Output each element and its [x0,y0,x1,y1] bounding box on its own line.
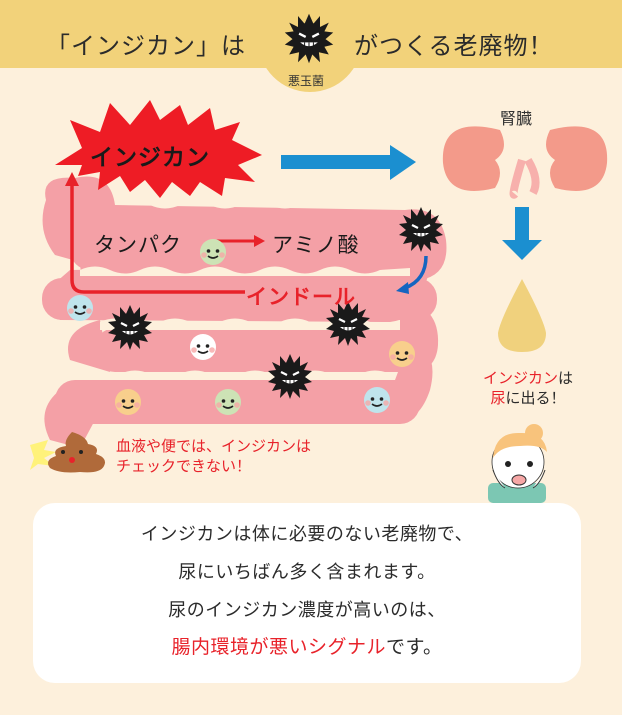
good-bacteria-face [189,333,217,361]
kidney-illustration [442,126,608,199]
urine-drop-icon [498,279,546,352]
good-bacteria-face [114,388,142,416]
header-title-right: がつくる老廃物！ [354,32,554,60]
urine-note-red-2: 尿 [490,389,506,407]
info-line-4-red: 腸内環境が悪いシグナル [171,636,386,658]
bad-bacteria-label: 悪玉菌 [288,74,325,88]
indican-burst [55,100,262,198]
info-box: インジカンは体に必要のない老廃物で、 尿にいちばん多く含まれます。 尿のインジカ… [33,503,581,683]
urine-note-black-2: に出る！ [505,389,566,407]
blood-note-line2: チェックできない！ [116,457,252,475]
blood-note-line1: 血液や便では、インジカンは [116,437,312,455]
worried-girl-illustration [488,424,547,503]
info-line-4-black: です。 [385,636,443,658]
bad-bacteria-icon [283,12,335,65]
indican-label: インジカン [90,145,210,171]
protein-label: タンパク [94,233,182,257]
amino-acid-label: アミノ酸 [272,233,360,257]
header-title-left: 「インジカン」は [46,32,246,60]
kidney-label: 腎臓 [500,109,533,128]
urine-note: インジカンは 尿に出る！ [468,368,588,408]
arrow-to-kidney [281,155,393,169]
urine-note-red-1: インジカン [482,369,558,387]
urine-note-black-1: は [558,369,574,387]
info-line-1: インジカンは体に必要のない老廃物で、 [140,524,474,545]
arrow-to-urine [515,207,529,243]
good-bacteria-face [214,388,242,416]
info-line-2: 尿にいちばん多く含まれます。 [178,562,436,583]
good-bacteria-face [199,238,227,266]
blood-stool-note: 血液や便では、インジカンは チェックできない！ [116,436,311,476]
info-line-4: 腸内環境が悪いシグナルです。 [33,632,581,659]
return-arrow [70,182,245,294]
good-bacteria-face [388,340,416,368]
info-line-3: 尿のインジカン濃度が高いのは、 [168,600,446,621]
stool-icon [30,432,105,473]
good-bacteria-face [66,294,94,322]
good-bacteria-face [363,386,391,414]
indole-label: インドール [246,285,356,309]
